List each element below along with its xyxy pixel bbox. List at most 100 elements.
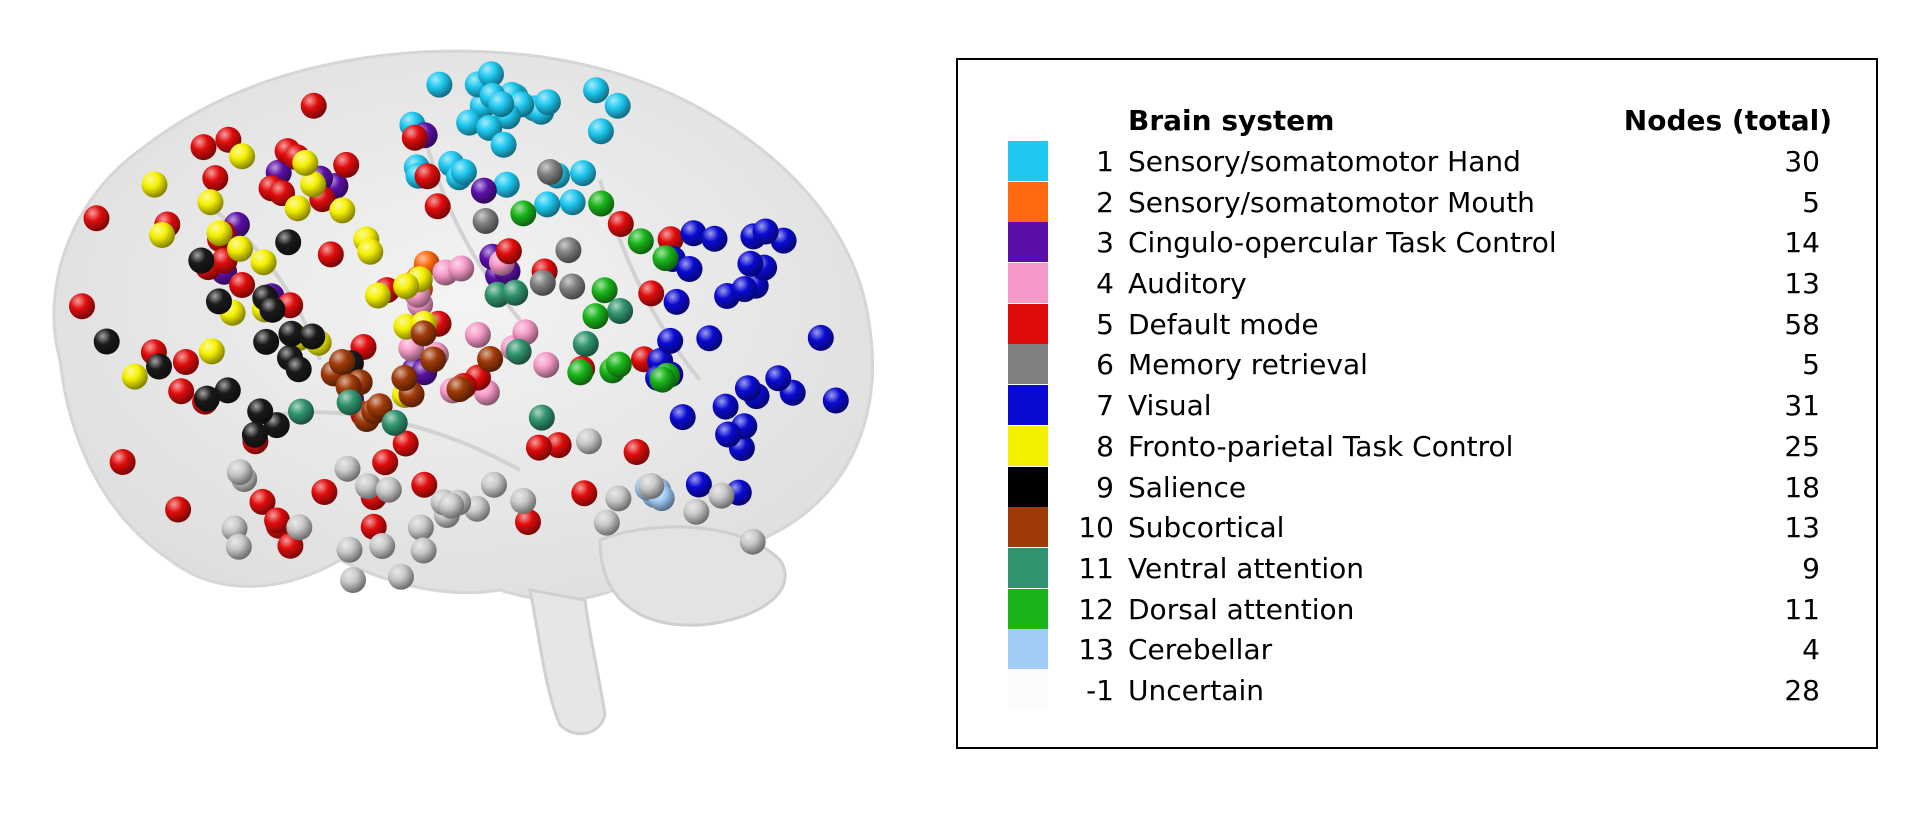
brain-node-system-5 xyxy=(311,479,338,505)
brain-node-system-5 xyxy=(168,378,195,405)
brain-node-system-1 xyxy=(488,91,515,118)
legend-system-number: 7 xyxy=(1096,389,1114,423)
brain-node-system-12 xyxy=(588,190,615,217)
legend-node-count: 13 xyxy=(1784,511,1820,545)
legend-swatch xyxy=(1008,466,1048,507)
legend-node-count: 58 xyxy=(1784,307,1820,341)
legend-node-count: 30 xyxy=(1784,145,1820,178)
brain-node-system-7 xyxy=(669,404,696,431)
legend-row: 10 Subcortical 13 xyxy=(958,506,1876,548)
brain-node-system-12 xyxy=(605,351,632,378)
brain-node-system-8 xyxy=(393,273,420,300)
brain-node-system--1 xyxy=(340,567,366,593)
brain-node-system-8 xyxy=(149,222,175,248)
brain-node-system-5 xyxy=(264,507,291,534)
legend-node-count: 4 xyxy=(1802,633,1820,667)
legend-system-name: Uncertain xyxy=(1128,673,1265,707)
legend-system-number: 9 xyxy=(1096,470,1114,504)
brain-node-system-9 xyxy=(259,296,286,323)
brain-node-system--1 xyxy=(593,509,620,536)
legend-system-name: Auditory xyxy=(1128,267,1247,301)
brain-node-system-11 xyxy=(502,279,529,306)
brain-node-system--1 xyxy=(388,563,414,590)
brain-render xyxy=(52,49,874,736)
brain-node-system--1 xyxy=(481,471,507,498)
brain-node-system-1 xyxy=(570,160,596,187)
brain-node-system-5 xyxy=(638,280,665,307)
legend-system-number: 10 xyxy=(1078,511,1114,545)
brain-node-system-10 xyxy=(391,365,418,391)
legend-system-name: Subcortical xyxy=(1128,511,1285,545)
brain-node-system-7 xyxy=(712,393,739,420)
brain-node-system-7 xyxy=(737,250,764,277)
brain-node-system-8 xyxy=(250,249,277,276)
brain-node-system--1 xyxy=(510,487,537,514)
brain-node-system-1 xyxy=(490,131,517,158)
brain-node-system--1 xyxy=(226,459,253,486)
brain-node-system--1 xyxy=(336,536,363,563)
brain-node-system-8 xyxy=(198,338,225,365)
brain-node-system-9 xyxy=(193,385,220,412)
brain-node-system-9 xyxy=(146,353,172,380)
brain-node-system-7 xyxy=(663,288,690,315)
brain-node-system-5 xyxy=(372,449,399,476)
brain-node-system-5 xyxy=(109,449,136,475)
legend-node-count: 11 xyxy=(1784,592,1820,626)
brain-node-system--1 xyxy=(575,428,602,455)
brain-node-system-7 xyxy=(734,375,761,402)
brain-node-system-1 xyxy=(583,77,610,104)
brain-node-system-6 xyxy=(537,159,563,185)
brain-node-system-8 xyxy=(229,143,256,170)
brain-node-system-5 xyxy=(300,92,327,119)
brain-node-system-8 xyxy=(292,149,319,176)
brain-node-system-1 xyxy=(456,109,483,136)
brain-node-system-1 xyxy=(559,189,586,216)
legend-system-name: Ventral attention xyxy=(1128,551,1365,585)
legend-system-name: Salience xyxy=(1128,470,1247,504)
brain-node-system--1 xyxy=(407,514,434,541)
brain-node-system-1 xyxy=(604,92,631,119)
brain-node-system-7 xyxy=(701,225,728,252)
legend-swatch xyxy=(1008,669,1048,710)
brain-node-system-9 xyxy=(188,247,215,274)
brain-node-system-9 xyxy=(278,320,305,347)
brain-node-system-4 xyxy=(533,351,560,378)
brain-node-system-5 xyxy=(401,124,428,151)
brain-node-system--1 xyxy=(708,482,735,509)
brain-node-system-5 xyxy=(571,480,598,507)
brain-node-system-12 xyxy=(582,303,609,330)
brain-node-system-9 xyxy=(275,229,302,256)
legend-swatch xyxy=(1008,547,1048,588)
brain-node-system-8 xyxy=(357,238,384,265)
brain-node-system-1 xyxy=(534,89,561,116)
brain-node-system-7 xyxy=(680,220,707,247)
brain-node-system-1 xyxy=(476,114,503,141)
brain-node-system-5 xyxy=(229,272,256,298)
brain-node-system-11 xyxy=(505,338,532,365)
legend-swatch xyxy=(1008,507,1048,548)
brain-node-system-7 xyxy=(731,276,758,303)
brain-node-system-5 xyxy=(526,434,552,461)
brain-node-system--1 xyxy=(683,498,710,525)
brain-node-system-10 xyxy=(410,320,437,347)
legend-node-count: 13 xyxy=(1784,267,1820,301)
legend-node-count: 28 xyxy=(1784,673,1820,707)
brain-node-system-10 xyxy=(420,346,447,373)
legend-swatch xyxy=(1008,181,1048,222)
brain-node-system-9 xyxy=(285,356,312,383)
brain-node-system-5 xyxy=(545,432,572,459)
brain-node-system-5 xyxy=(607,211,634,237)
brain-node-system--1 xyxy=(286,514,313,541)
brain-node-system-7 xyxy=(696,325,723,352)
brain-node-system-5 xyxy=(623,439,650,465)
brain-node-system-8 xyxy=(284,195,311,222)
legend-header-system: Brain system xyxy=(1128,104,1335,137)
brain-node-system-5 xyxy=(515,509,541,535)
legend-system-number: 6 xyxy=(1096,348,1114,382)
